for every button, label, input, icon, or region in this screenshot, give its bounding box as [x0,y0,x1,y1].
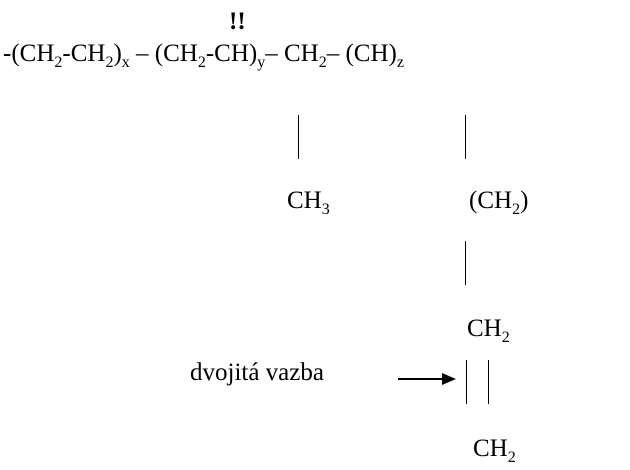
segment-propylene-index: y [257,54,266,71]
double-bond-line-right [488,360,489,404]
bond-line-branch-2 [465,241,466,285]
segment-ethylene-sub2: 2 [105,54,114,71]
segment-propylene-mid: -CH) [205,40,258,67]
branch-methylene-sub: 2 [512,201,521,218]
double-bond-line-left [466,360,467,404]
vinyl-ch2-top-label: CH [467,315,502,342]
emphasis-marker: !! [229,8,246,35]
arrow-right-icon [398,373,456,385]
bond-line-methyl [298,115,299,159]
branch-methylene-close: ) [520,187,529,214]
vinyl-ch2-bottom-sub: 2 [507,449,516,466]
methyl-label: CH [287,187,322,214]
segment-ethylene-mid: -CH [62,40,106,67]
methyl-group: CH3 [287,187,330,218]
bond-dash-2: – [265,40,278,67]
bond-line-branch-1 [465,115,466,159]
segment-ethylene-close: ) [113,40,122,67]
vinyl-ch2-bottom-label: CH [473,435,508,462]
segment-methylene-sub: 2 [318,54,327,71]
segment-ethylene-sub1: 2 [54,54,63,71]
bond-dash-1: – [136,40,149,67]
segment-ethylene-open: -(CH [3,40,55,67]
bond-dash-3: – [326,40,340,67]
segment-methylene: CH [283,40,319,67]
double-bond-annotation: dvojitá vazba [190,359,324,386]
segment-ethylene-index: x [121,54,130,71]
segment-propylene-open: (CH [154,40,198,67]
vinyl-ch2-top: CH2 [467,315,510,346]
main-chain-formula: -(CH2-CH2)x – (CH2-CH)y– CH2– (CH)z [3,40,404,71]
branch-methylene-open: (CH [469,187,513,214]
segment-propylene-sub: 2 [197,54,206,71]
branch-methylene-group: (CH2) [469,187,529,218]
vinyl-ch2-top-sub: 2 [501,329,510,346]
segment-diene: (CH) [345,40,397,67]
vinyl-ch2-bottom: CH2 [473,435,516,466]
methyl-sub: 3 [321,201,330,218]
segment-diene-index: z [396,54,404,71]
